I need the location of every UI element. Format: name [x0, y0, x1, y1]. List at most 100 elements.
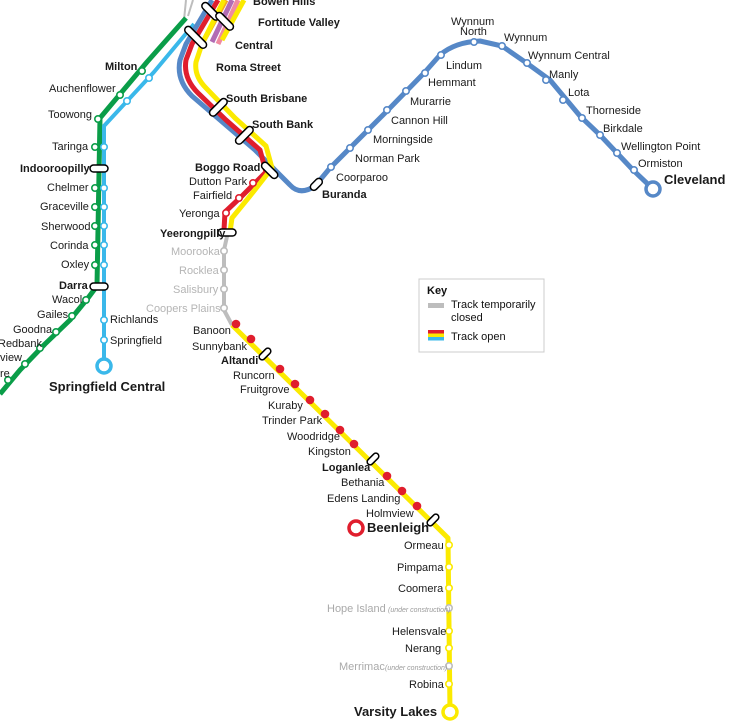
key-swatch-open-cyan [428, 337, 444, 341]
station-sunnybank [246, 334, 256, 344]
track-closed-grey [222, 231, 234, 326]
label-coopers-plains: Coopers Plains [146, 303, 221, 315]
label-merrimac-note: (under construction) [385, 665, 447, 672]
label-redbank: Redbank [0, 338, 43, 350]
station-corinda-cyan [100, 241, 109, 250]
station-sherwood-green [91, 222, 100, 231]
station-springfield [100, 335, 109, 344]
station-markers [4, 1, 662, 721]
label-buranda: Buranda [322, 189, 368, 201]
terminus-varsity-lakes [441, 703, 459, 721]
key-swatch-open-yellow [428, 333, 444, 337]
station-trinder-park [320, 409, 330, 419]
label-wynnum: Wynnum [504, 32, 547, 44]
label-springfield-central: Springfield Central [49, 379, 165, 394]
station-gailes [68, 311, 77, 320]
station-coopers-plains [220, 303, 229, 312]
label-wynnum-north-2: North [460, 26, 487, 38]
station-birkdale [595, 131, 604, 140]
label-cleveland: Cleveland [664, 172, 725, 187]
label-boggo-road: Boggo Road [195, 162, 260, 174]
label-yeerongpilly: Yeerongpilly [160, 228, 226, 240]
interchange-boggo-road [260, 161, 279, 180]
label-fruitgrove: Fruitgrove [240, 384, 290, 396]
label-bethania: Bethania [341, 477, 385, 489]
label-salisbury: Salisbury [173, 284, 219, 296]
station-fruitgrove [290, 379, 300, 389]
station-bethania [382, 471, 392, 481]
label-moorooka: Moorooka [171, 246, 221, 258]
station-lindum [436, 50, 445, 59]
label-murarrie: Murarrie [410, 96, 451, 108]
station-taringa-green [91, 143, 100, 152]
label-auchenflower: Auchenflower [49, 83, 116, 95]
interchange-darra [89, 282, 109, 291]
label-edens-landing: Edens Landing [327, 493, 400, 505]
label-gailes: Gailes [37, 309, 69, 321]
station-toowong-green [94, 115, 103, 124]
label-loganlea: Loganlea [322, 462, 371, 474]
station-thorneside [577, 114, 586, 123]
station-cannon-hill [382, 106, 391, 115]
track-yellow-top [219, 0, 247, 42]
label-beenleigh: Beenleigh [367, 520, 429, 535]
station-milton-green [138, 67, 147, 76]
station-oxley-green [91, 260, 100, 269]
label-pimpama: Pimpama [397, 562, 444, 574]
label-manly: Manly [549, 69, 579, 81]
label-oxley: Oxley [61, 259, 90, 271]
label-rocklea: Rocklea [179, 265, 220, 277]
station-graceville-green [91, 203, 100, 212]
station-woodridge [335, 425, 345, 435]
label-graceville: Graceville [40, 201, 89, 213]
station-merrimac [444, 661, 453, 670]
station-chelmer-green [91, 184, 100, 193]
station-lota [558, 96, 567, 105]
station-goodna [51, 327, 60, 336]
label-coomera: Coomera [398, 583, 444, 595]
station-kuraby [305, 395, 315, 405]
interchange-indooroopilly [89, 164, 109, 173]
station-manly [541, 76, 550, 85]
station-runcorn [275, 364, 285, 374]
station-nerang [444, 643, 453, 652]
label-roma-street: Roma Street [216, 62, 281, 74]
label-helensvale: Helensvale [392, 626, 446, 638]
interchange-buranda [309, 177, 324, 192]
interchange-altandi [258, 347, 272, 361]
label-norman-park: Norman Park [355, 153, 420, 165]
label-sunnybank: Sunnybank [192, 341, 248, 353]
label-wacol: Wacol [52, 294, 82, 306]
label-chelmer: Chelmer [47, 182, 89, 194]
station-hope-island [444, 603, 453, 612]
label-riverview: view [0, 352, 22, 364]
label-springfield: Springfield [110, 335, 162, 347]
label-kingston: Kingston [308, 446, 351, 458]
label-robina: Robina [409, 679, 445, 691]
station-edens-landing [397, 486, 407, 496]
station-rocklea [220, 265, 229, 274]
label-fortitude-valley: Fortitude Valley [258, 17, 341, 29]
station-auchenflower-green [116, 91, 125, 100]
station-morningside [363, 126, 372, 135]
label-darra: Darra [59, 280, 89, 292]
station-ormeau [444, 540, 453, 549]
station-helensvale [444, 626, 453, 635]
station-riverview [20, 359, 29, 368]
label-toowong: Toowong [48, 109, 92, 121]
station-redbank [35, 343, 44, 352]
interchange-loganlea [366, 452, 380, 466]
key-swatch-open-red [428, 330, 444, 334]
station-wynnum-central [522, 58, 531, 67]
station-coomera [444, 583, 453, 592]
label-holmview: Holmview [366, 508, 414, 520]
station-wynnum-north [469, 37, 478, 46]
track-north-grey-2 [187, 0, 194, 17]
station-graceville-cyan [100, 203, 109, 212]
label-indooroopilly: Indooroopilly [20, 163, 91, 175]
label-lota: Lota [568, 87, 590, 99]
label-altandi: Altandi [221, 355, 258, 367]
label-wellington-point: Wellington Point [621, 141, 700, 153]
label-coorparoo: Coorparoo [336, 172, 388, 184]
